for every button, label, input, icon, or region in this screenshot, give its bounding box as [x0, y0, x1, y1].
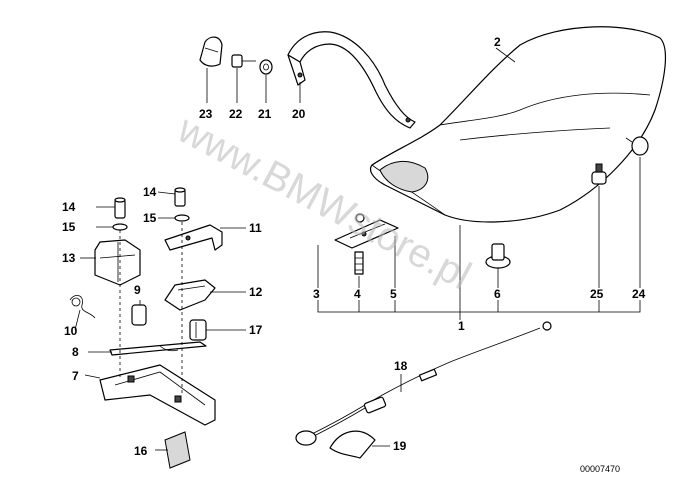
callout-25: 25	[590, 287, 604, 301]
buffer-25	[591, 163, 607, 185]
callout-11: 11	[249, 221, 262, 235]
cap-23	[199, 36, 223, 67]
callout-14a: 14	[62, 200, 76, 214]
callout-6: 6	[494, 287, 501, 301]
grab-handle	[287, 31, 416, 129]
callout-3: 3	[313, 287, 320, 301]
washer-21	[259, 59, 273, 75]
bracket-11	[164, 224, 223, 251]
callout-22: 22	[229, 107, 243, 121]
washer-15b	[174, 214, 190, 222]
seat-bracket	[334, 213, 399, 275]
callout-23: 23	[199, 107, 213, 121]
callout-10: 10	[64, 324, 78, 338]
screw-22	[231, 54, 256, 68]
clip-9	[131, 304, 147, 326]
callout-15a: 15	[62, 220, 76, 234]
callout-9: 9	[134, 283, 141, 297]
clip-17	[189, 319, 207, 341]
cable-18	[295, 321, 552, 446]
leader-lines	[74, 47, 641, 451]
callout-7: 7	[72, 369, 79, 383]
spring-10	[69, 295, 96, 319]
bolt-14b	[174, 187, 186, 207]
callout-18: 18	[394, 359, 408, 373]
callout-2: 2	[494, 35, 501, 49]
strap-19	[329, 430, 376, 459]
callout-17: 17	[249, 323, 263, 337]
callout-8: 8	[72, 345, 79, 359]
callout-13: 13	[62, 251, 76, 265]
washer-15a	[112, 223, 128, 231]
holder-13	[94, 239, 141, 286]
callout-16: 16	[134, 444, 148, 458]
callout-15b: 15	[143, 211, 157, 225]
callout-5: 5	[390, 287, 397, 301]
rod-8	[109, 341, 207, 356]
bolt-14a	[114, 197, 126, 219]
diagram-number: 00007470	[580, 464, 620, 474]
callout-4: 4	[354, 287, 361, 301]
callout-20: 20	[292, 107, 306, 121]
callout-14b: 14	[143, 185, 157, 199]
holder-12	[164, 279, 216, 311]
callout-1: 1	[458, 319, 465, 333]
sleeve-16	[164, 431, 191, 469]
callout-labels: 1 2 3 4 5 6 7 8 9 10 11 12 13 14 14 15 1…	[62, 35, 646, 458]
knob-24	[625, 136, 649, 156]
callout-24: 24	[632, 287, 646, 301]
base-plate-7	[99, 364, 216, 426]
buffer-6	[485, 243, 511, 269]
callout-21: 21	[258, 107, 272, 121]
callout-12: 12	[249, 285, 263, 299]
callout-19: 19	[393, 439, 407, 453]
seat	[369, 26, 666, 223]
